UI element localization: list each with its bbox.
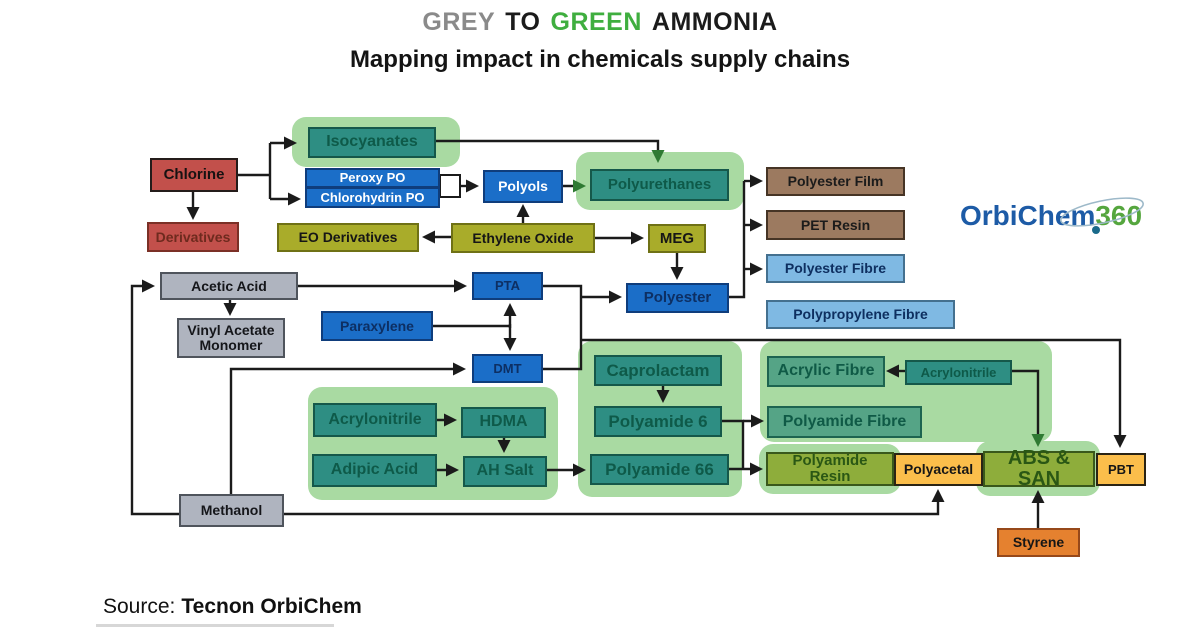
node-pet-resin: PET Resin <box>766 210 905 240</box>
node-ah-salt: AH Salt <box>463 456 547 487</box>
node-peroxy-po: Peroxy PO <box>305 168 440 188</box>
node-vinyl-acetate-monomer: Vinyl Acetate Monomer <box>177 318 285 358</box>
logo-text-360: 360 <box>1095 200 1143 231</box>
title-word-green: GREEN <box>550 8 642 36</box>
connector-group-black <box>130 136 1127 528</box>
node-paraxylene: Paraxylene <box>321 311 433 341</box>
title-word-grey: GREY <box>422 8 496 36</box>
node-caprolactam: Caprolactam <box>594 355 722 386</box>
source-prefix: Source: <box>103 595 176 618</box>
node-ethylene-oxide: Ethylene Oxide <box>451 223 595 253</box>
logo-text-orbichem: OrbiChem <box>960 200 1096 231</box>
title-word-ammonia: AMMONIA <box>651 8 778 36</box>
node-meg: MEG <box>648 224 706 253</box>
node-polyols: Polyols <box>483 170 563 203</box>
node-polyamide-resin: Polyamide Resin <box>766 452 894 486</box>
node-chlorine: Chlorine <box>150 158 238 192</box>
node-chlorohydrin-po: Chlorohydrin PO <box>305 187 440 208</box>
node-isocyanates: Isocyanates <box>308 127 436 158</box>
node-polyester: Polyester <box>626 283 729 313</box>
node-eo-derivatives: EO Derivatives <box>277 223 419 252</box>
node-dmt: DMT <box>472 354 543 383</box>
node-styrene: Styrene <box>997 528 1080 557</box>
node-adipic-acid: Adipic Acid <box>312 454 437 487</box>
title-word-to: TO <box>505 8 541 36</box>
node-abs-san: ABS & SAN <box>983 448 1095 490</box>
node-acrylonitrile-left: Acrylonitrile <box>313 403 437 437</box>
node-polyacetal: Polyacetal <box>894 453 983 486</box>
node-acrylonitrile-right: Acrylonitrile <box>905 360 1012 385</box>
node-pbt: PBT <box>1096 453 1146 486</box>
node-methanol: Methanol <box>179 494 284 527</box>
node-polyester-fibre: Polyester Fibre <box>766 254 905 283</box>
node-polyamide-66: Polyamide 66 <box>590 454 729 485</box>
orbichem360-logo: OrbiChem360 <box>960 197 1144 244</box>
node-polyamide-6: Polyamide 6 <box>594 406 722 437</box>
node-polyurethanes: Polyurethanes <box>590 169 729 201</box>
node-acetic-acid: Acetic Acid <box>160 272 298 300</box>
source-name: Tecnon OrbiChem <box>181 595 362 618</box>
node-polypropylene-fibre: Polypropylene Fibre <box>766 300 955 329</box>
node-polyamide-fibre: Polyamide Fibre <box>767 406 922 438</box>
node-derivatives: Derivatives <box>147 222 239 252</box>
page-subtitle: Mapping impact in chemicals supply chain… <box>349 46 851 73</box>
node-hdma: HDMA <box>461 407 546 438</box>
source-line: Source:Tecnon OrbiChem <box>103 595 362 619</box>
node-pta: PTA <box>472 272 543 300</box>
node-acrylic-fibre: Acrylic Fibre <box>767 356 885 387</box>
cropped-edge-artifact <box>96 624 334 627</box>
page-title: GREY TO GREEN AMMONIA <box>0 8 1200 37</box>
node-polyester-film: Polyester Film <box>766 167 905 196</box>
